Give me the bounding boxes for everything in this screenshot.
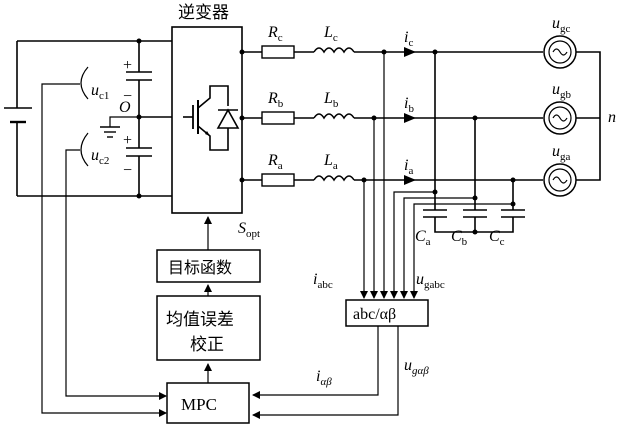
cc-label: Cc [489,228,505,248]
ca-label: Ca [415,228,431,248]
plus-top: + [123,57,132,74]
inverter-label: 逆变器 [178,3,229,23]
ugalphabeta-label: ugαβ [404,357,429,377]
objective-function-block [156,249,261,283]
resistor-a [261,173,295,187]
uc2-label: uc2 [91,147,109,167]
lc-label: Lc [323,24,338,44]
filter-capacitors [423,49,525,235]
measurement-wires [360,49,516,299]
dc-bus [4,38,172,417]
abc-alphabeta-block [345,299,429,327]
node-n-label: n [608,109,616,126]
ugc-label: ugc [552,15,571,35]
resistor-c [261,45,295,59]
mean-error-label-2: 校正 [190,335,224,355]
ugabc-label: ugabc [416,271,445,291]
ialphabeta-label: iαβ [316,368,332,388]
resistor-b [261,111,295,125]
la-label: La [323,152,338,172]
sopt-label: Sopt [238,220,260,240]
minus-bottom: − [123,162,132,179]
plus-bottom: + [123,132,132,149]
iabc-label: iabc [313,271,333,291]
uga-label: uga [552,143,571,163]
rc-label: Rc [267,24,283,44]
ib-label: ib [404,95,414,115]
transform-label: abc/αβ [353,306,396,323]
cb-label: Cb [451,228,468,248]
ugb-label: ugb [552,81,572,101]
rb-label: Rb [267,90,284,110]
ra-label: Ra [267,152,283,172]
inductor-b [313,113,355,120]
minus-top: − [123,88,132,105]
control-blocks [156,216,429,424]
mpc-label: MPC [181,395,217,414]
phase-lines [239,45,543,187]
ic-label: ic [404,29,413,49]
uc2-bracket [80,132,89,167]
uc1-label: uc1 [91,82,109,102]
uc1-bracket [80,66,89,100]
ia-label: ia [404,157,413,177]
objective-function-label: 目标函数 [168,258,232,277]
lb-label: Lb [323,90,339,110]
inductor-a [313,175,355,182]
inverter-block [171,26,243,214]
grid-sources [543,35,601,197]
mpc-block [166,382,250,424]
inductor-c [313,47,355,54]
labels: 逆变器 目标函数 均值误差 校正 MPC abc/αβ O n + − + − … [91,3,616,414]
mean-error-label-1: 均值误差 [166,310,234,330]
node-o-label: O [119,99,131,116]
